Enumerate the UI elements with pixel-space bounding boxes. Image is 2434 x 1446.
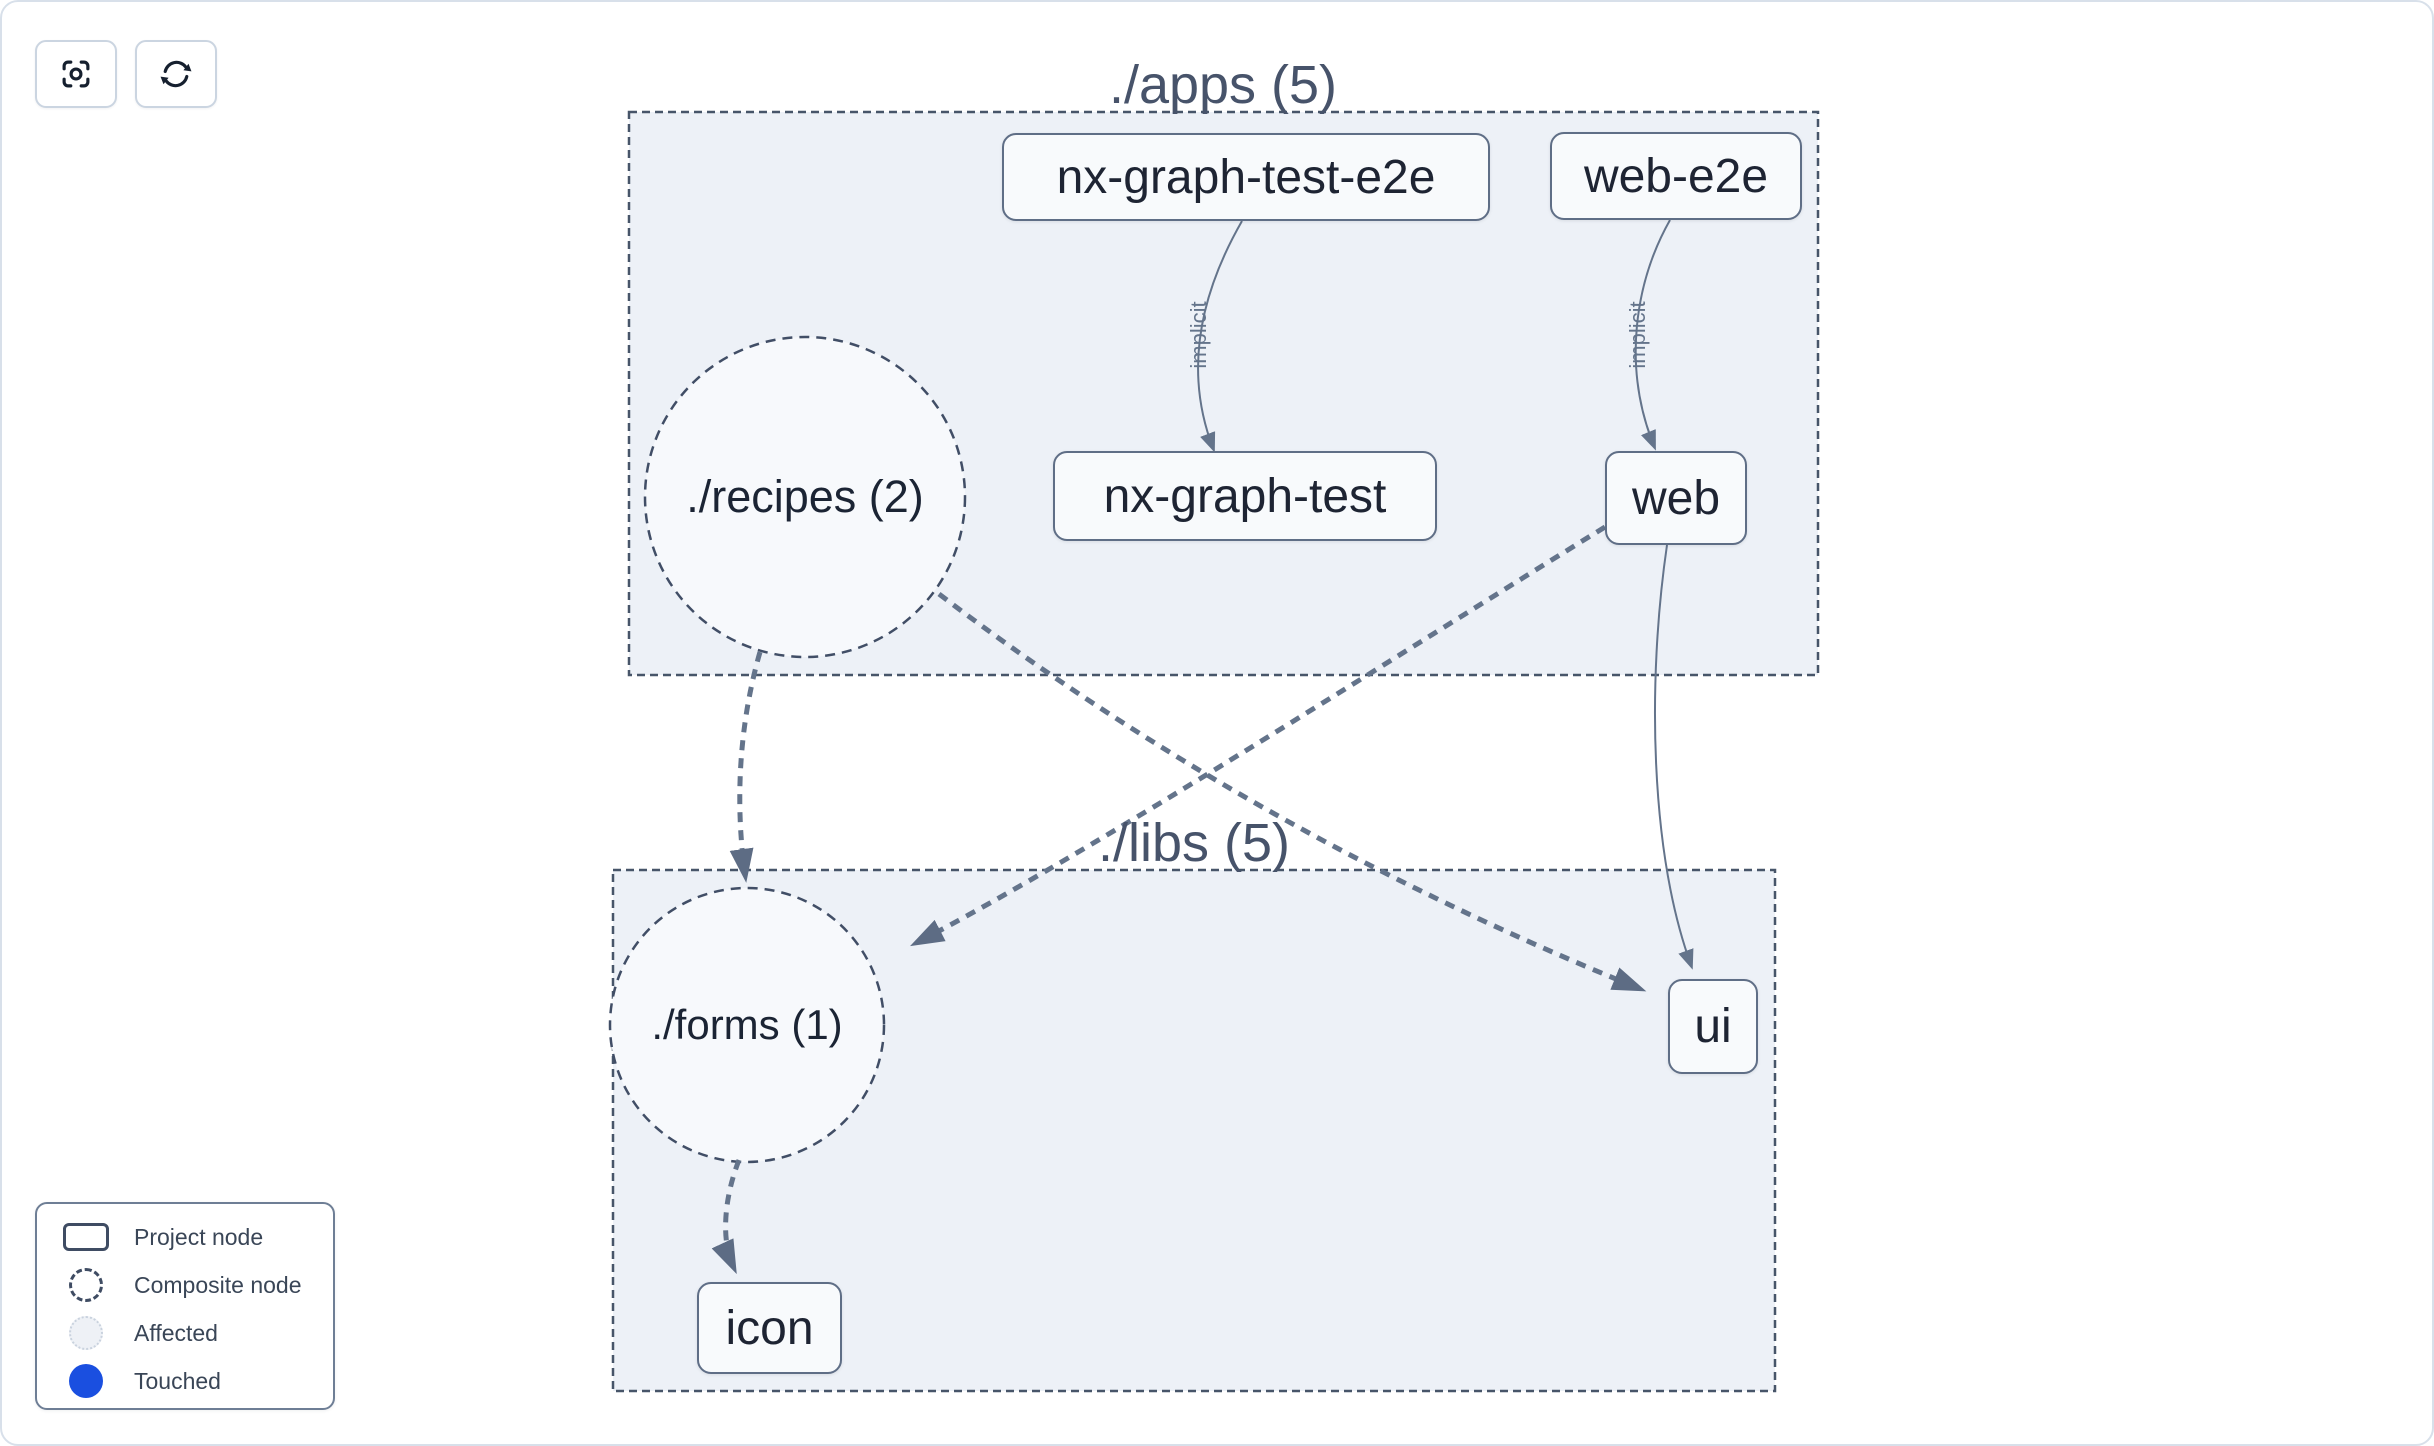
cluster-label-apps: ./apps (5) xyxy=(1108,55,1338,115)
legend-label: Composite node xyxy=(134,1271,302,1298)
legend-item-affected: Affected xyxy=(37,1309,333,1357)
project-node-web[interactable]: web xyxy=(1605,451,1747,545)
edge-forms-to-icon xyxy=(711,1159,742,1275)
legend-label: Project node xyxy=(134,1223,264,1250)
composite-node-swatch xyxy=(68,1268,103,1302)
edge-web-e2e-to-web xyxy=(1634,219,1671,451)
legend-label: Touched xyxy=(134,1367,221,1394)
composite-node-recipes[interactable] xyxy=(643,335,967,659)
center-graph-button[interactable] xyxy=(35,40,117,108)
project-node-web-e2e[interactable]: web-e2e xyxy=(1550,132,1802,220)
legend-item-touched: Touched xyxy=(37,1357,333,1405)
edge-recipes-to-forms xyxy=(729,651,763,883)
composite-node-label-recipes: ./recipes (2) xyxy=(686,471,924,522)
edge-label-implicit: implicit xyxy=(1186,301,1211,369)
legend-item-project-node: Project node xyxy=(37,1213,333,1261)
edge-web-to-ui xyxy=(1653,544,1694,970)
project-node-swatch xyxy=(62,1223,109,1251)
legend-item-composite-node: Composite node xyxy=(37,1261,333,1309)
touched-swatch xyxy=(68,1364,103,1398)
edge-recipes-to-ui xyxy=(937,592,1647,992)
edge-web-to-forms xyxy=(910,524,1607,947)
composite-node-label-forms: ./forms (1) xyxy=(651,1001,843,1048)
project-node-icon[interactable]: icon xyxy=(697,1282,842,1374)
refresh-graph-button[interactable] xyxy=(135,40,217,108)
affected-swatch xyxy=(68,1316,103,1350)
project-node-ui[interactable]: ui xyxy=(1668,979,1758,1074)
edge-label-implicit: implicit xyxy=(1625,301,1650,369)
legend: Project node Composite node Affected Tou… xyxy=(35,1202,335,1410)
legend-label: Affected xyxy=(134,1319,218,1346)
cluster-label-libs: ./libs (5) xyxy=(1097,813,1291,873)
refresh-icon xyxy=(160,60,192,88)
project-node-nx-graph-test-e2e[interactable]: nx-graph-test-e2e xyxy=(1002,133,1490,221)
project-node-nx-graph-test[interactable]: nx-graph-test xyxy=(1053,451,1437,541)
center-focus-icon xyxy=(62,60,90,88)
edge-nx-graph-test-e2e-to-nx-graph-test xyxy=(1197,220,1243,453)
composite-node-forms[interactable] xyxy=(608,886,886,1164)
